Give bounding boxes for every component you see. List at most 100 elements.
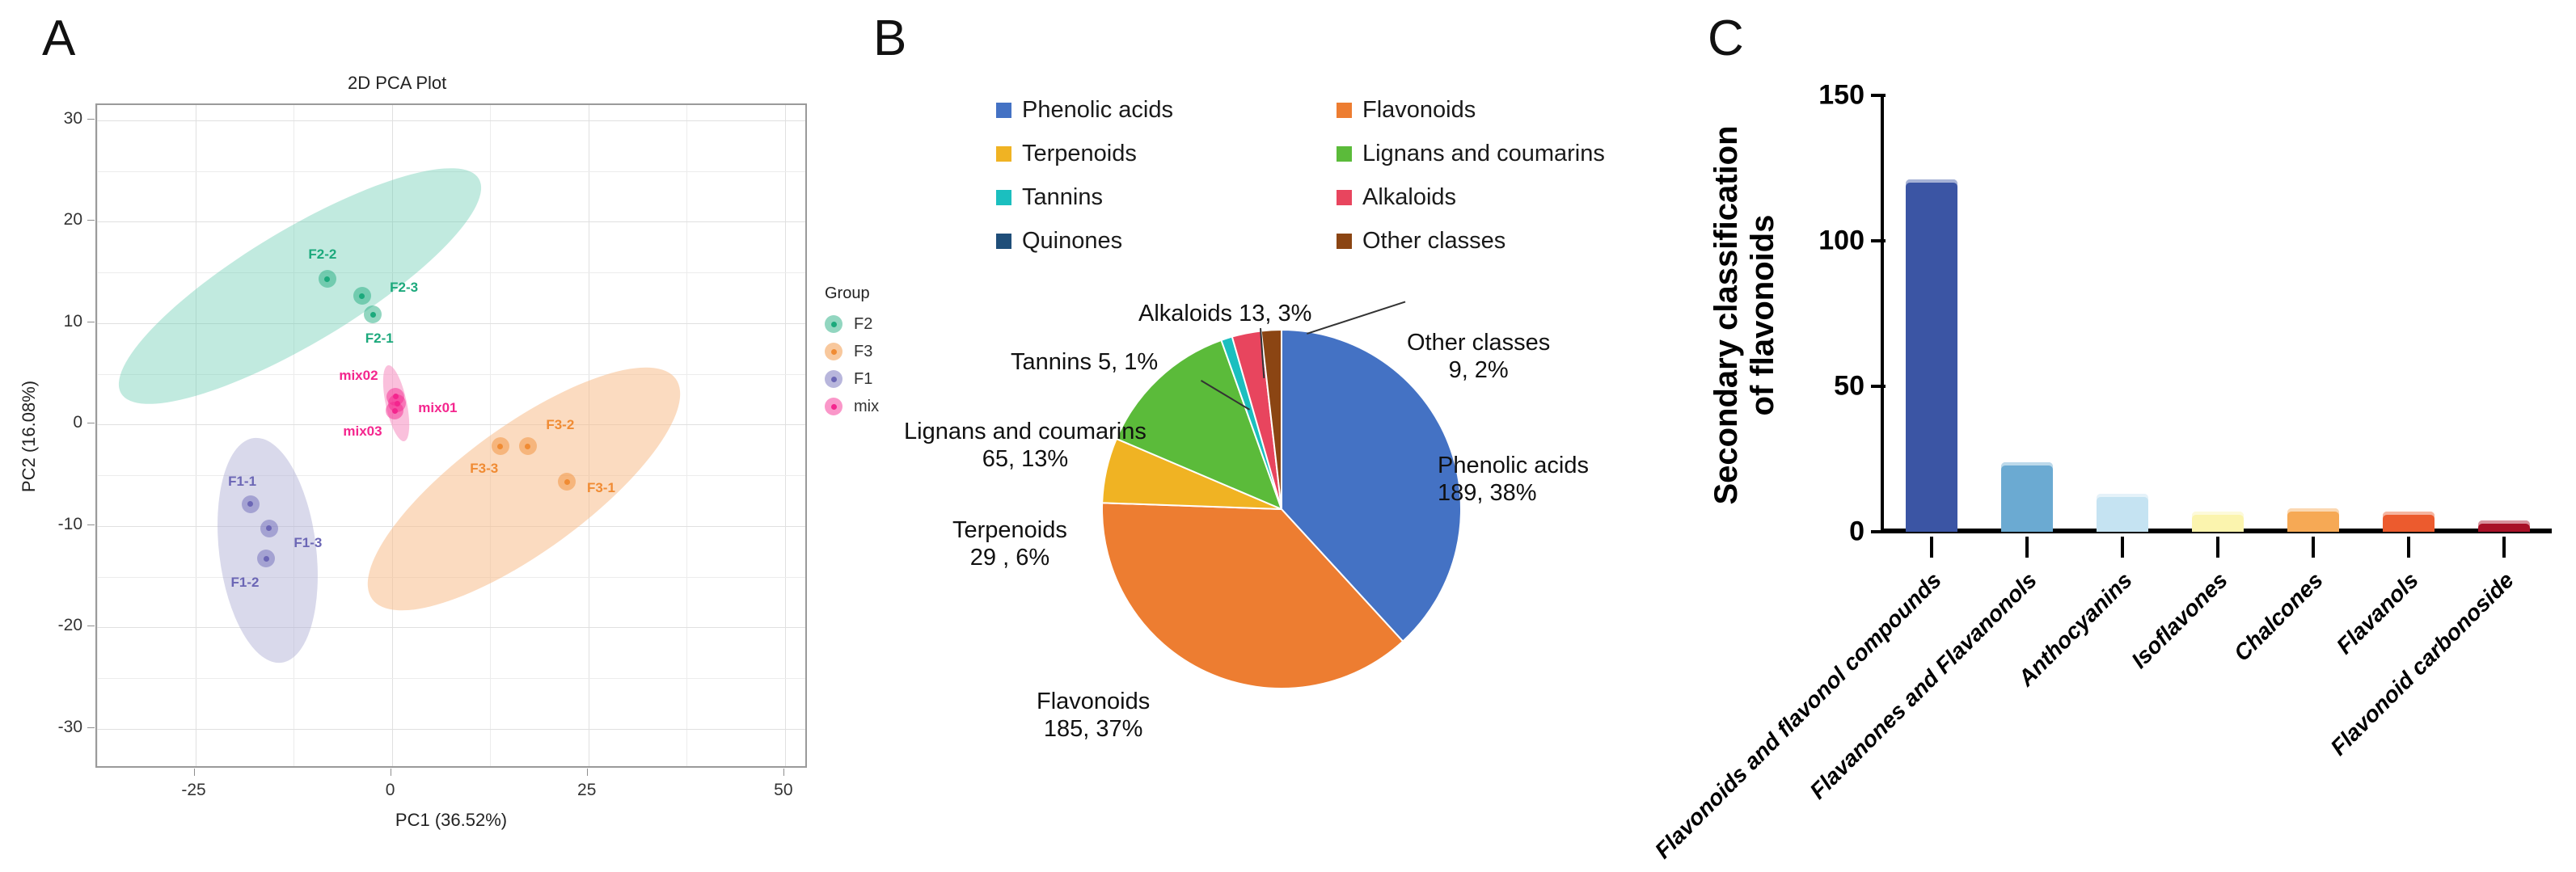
panel-c-x-tick-mark bbox=[2025, 537, 2029, 558]
pie-legend-swatch bbox=[996, 103, 1011, 118]
pca-point-f2-3[interactable] bbox=[353, 287, 371, 305]
pca-point-f1-3[interactable] bbox=[260, 519, 278, 537]
pca-point-f3-1[interactable] bbox=[558, 473, 576, 491]
pca-point-label-f2-2: F2-2 bbox=[308, 246, 337, 263]
pca-y-tick-label: 0 bbox=[73, 413, 82, 432]
legend-swatch-f2 bbox=[825, 315, 842, 333]
pca-point-label-f3-3: F3-3 bbox=[470, 461, 499, 477]
pca-gridline-h bbox=[97, 728, 805, 730]
pca-point-f3-2[interactable] bbox=[518, 437, 537, 456]
pca-y-tick-label: 10 bbox=[63, 311, 82, 331]
panel-c-x-tick-mark bbox=[2121, 537, 2124, 558]
pca-point-f3-3[interactable] bbox=[491, 437, 509, 456]
pie-legend-item-tannins[interactable]: Tannins bbox=[996, 184, 1303, 211]
pca-gridline-h bbox=[97, 627, 805, 629]
pie-legend-swatch bbox=[1337, 190, 1352, 205]
pca-gridline-h bbox=[97, 424, 805, 426]
panel-c-x-tick-mark bbox=[1930, 537, 1933, 558]
pie-slice-phenolic-acids[interactable] bbox=[1281, 328, 1462, 642]
panel-c-y-tick-mark bbox=[1871, 94, 1886, 97]
panel-c-letter: C bbox=[1708, 11, 1744, 66]
pca-gridline-v bbox=[391, 105, 393, 766]
legend-label-f2: F2 bbox=[854, 314, 873, 333]
bar-chalcones[interactable] bbox=[2287, 508, 2339, 532]
bar-flavanones-and-flavanonols[interactable] bbox=[2001, 461, 2053, 532]
pie-legend-label: Lignans and coumarins bbox=[1362, 141, 1605, 166]
panel-b-letter: B bbox=[873, 11, 907, 66]
pie-label-lignans-line2: 65, 13% bbox=[982, 445, 1069, 472]
pca-point-core bbox=[394, 400, 400, 407]
pca-gridline-h bbox=[97, 272, 805, 274]
legend-item-f1[interactable]: F1 bbox=[825, 365, 879, 393]
pca-gridline-h bbox=[97, 221, 805, 223]
legend-swatch-f1 bbox=[825, 370, 842, 388]
pca-point-label-f1-2: F1-2 bbox=[230, 575, 260, 591]
pca-point-core bbox=[525, 443, 531, 449]
pie-slices bbox=[1101, 328, 1462, 689]
pca-point-core bbox=[263, 555, 269, 562]
pca-y-tick-mark bbox=[87, 220, 95, 221]
legend-title: Group bbox=[825, 284, 870, 302]
legend-item-f3[interactable]: F3 bbox=[825, 338, 879, 365]
pca-point-f1-2[interactable] bbox=[257, 550, 275, 568]
pie-legend-swatch bbox=[1337, 146, 1352, 162]
pca-y-tick-label: -20 bbox=[57, 616, 82, 635]
pie-label-other-line2: 9, 2% bbox=[1448, 356, 1509, 383]
bar-flavonoid-carbonoside[interactable] bbox=[2478, 520, 2530, 532]
pie-label-terpenoids-line2: 29 , 6% bbox=[969, 544, 1050, 571]
bar-anthocyanins[interactable] bbox=[2097, 494, 2148, 532]
legend-label-f1: F1 bbox=[854, 369, 873, 388]
panel-c-bars bbox=[1884, 95, 2552, 532]
pca-x-tick-label: 50 bbox=[774, 781, 793, 799]
bar-flavonoids-and-flavonol-compounds[interactable] bbox=[1906, 179, 1957, 532]
pie-label-phenolic-line1: Phenolic acids bbox=[1438, 453, 1589, 478]
bar-flavanols[interactable] bbox=[2383, 511, 2435, 532]
pie-slice-flavonoids[interactable] bbox=[1101, 502, 1404, 689]
pie-legend-item-quinones[interactable]: Quinones bbox=[996, 228, 1303, 255]
pca-point-f2-1[interactable] bbox=[364, 305, 382, 324]
pie-legend-item-alkaloids[interactable]: Alkaloids bbox=[1337, 184, 1643, 211]
pie-label-flavonoids-line2: 185, 37% bbox=[1043, 715, 1143, 742]
pie-legend-item-terpenoids[interactable]: Terpenoids bbox=[996, 141, 1303, 167]
pie-legend-swatch bbox=[1337, 103, 1352, 118]
panel-c-y-tick-label: 50 bbox=[1834, 370, 1864, 402]
panel-c-x-tick-mark bbox=[2502, 537, 2506, 558]
pca-point-f1-1[interactable] bbox=[241, 495, 260, 513]
panel-a-letter: A bbox=[42, 11, 76, 66]
panel-c-bar: C Secondary classification of flavonoids… bbox=[1650, 0, 2576, 872]
pca-y-tick-mark bbox=[87, 727, 95, 728]
panel-a-title: 2D PCA Plot bbox=[348, 73, 447, 93]
legend-swatch-mix bbox=[825, 398, 842, 415]
pie-label-other-line1: Other classes bbox=[1407, 330, 1551, 356]
pca-point-f2-2[interactable] bbox=[318, 270, 336, 289]
pca-y-tick-mark bbox=[87, 118, 95, 120]
pca-point-mix03[interactable] bbox=[386, 402, 404, 420]
panel-c-x-tick-mark bbox=[2312, 537, 2315, 558]
pca-gridline-h bbox=[97, 373, 805, 375]
panel-c-x-label-flavonoid-carbonoside: Flavonoid carbonoside bbox=[2325, 567, 2519, 760]
pie-label-lignans-coumarins: Lignans and coumarins 65, 13% bbox=[904, 419, 1147, 473]
legend-item-mix[interactable]: mix bbox=[825, 393, 879, 420]
legend-item-f2[interactable]: F2 bbox=[825, 310, 879, 338]
pie-legend-item-lignans-and-coumarins[interactable]: Lignans and coumarins bbox=[1337, 141, 1643, 167]
pie-slice-lignans-and-coumarins[interactable] bbox=[1115, 339, 1283, 511]
pca-gridline-h bbox=[97, 120, 805, 121]
pie-legend-item-flavonoids[interactable]: Flavonoids bbox=[1337, 97, 1643, 124]
pie-legend-item-phenolic-acids[interactable]: Phenolic acids bbox=[996, 97, 1303, 124]
pca-gridline-v bbox=[686, 105, 688, 766]
bar-isoflavones[interactable] bbox=[2192, 511, 2244, 532]
pie-legend-item-other-classes[interactable]: Other classes bbox=[1337, 228, 1643, 255]
panel-a-x-axis-label: PC1 (36.52%) bbox=[395, 810, 508, 830]
pca-point-mix02[interactable] bbox=[386, 387, 405, 406]
pca-x-tick-mark bbox=[193, 769, 195, 776]
pca-point-label-f3-1: F3-1 bbox=[586, 480, 615, 496]
pca-point-core bbox=[564, 478, 570, 485]
panel-c-x-label-flavanols: Flavanols bbox=[2331, 567, 2423, 659]
pie-legend-swatch bbox=[996, 146, 1011, 162]
pie-legend-label: Terpenoids bbox=[1022, 141, 1137, 166]
pca-y-tick-label: -10 bbox=[57, 514, 82, 533]
pie-legend-label: Phenolic acids bbox=[1022, 97, 1173, 123]
pca-gridline-h bbox=[97, 322, 805, 324]
